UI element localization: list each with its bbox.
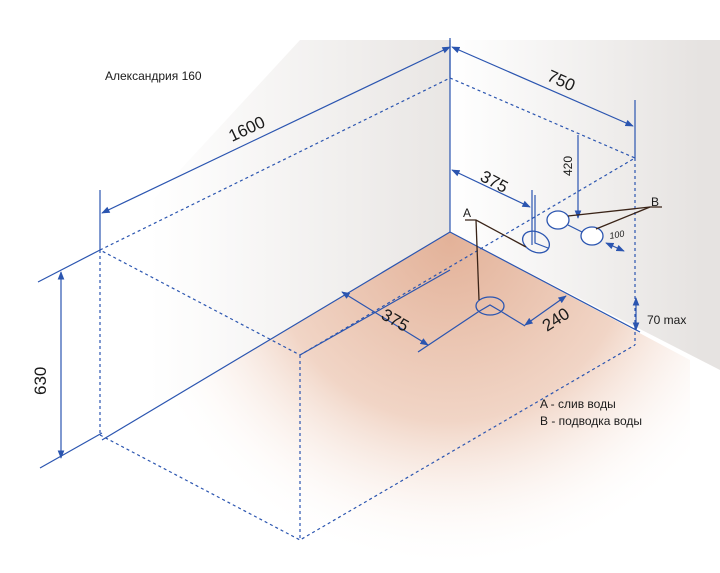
drain-hole bbox=[475, 296, 505, 316]
dim-overflow-max-label: 70 max bbox=[647, 313, 686, 327]
legend-b: B - подводка воды bbox=[540, 414, 642, 428]
supply-hole-1 bbox=[546, 210, 570, 230]
dim-width-line bbox=[451, 46, 634, 127]
floor-wall-line-left bbox=[101, 231, 451, 441]
supply-hole-2 bbox=[580, 226, 604, 246]
overflow-hole bbox=[521, 230, 551, 254]
leader-a-drain bbox=[475, 219, 480, 301]
dim-supply-height-label: 420 bbox=[561, 156, 575, 176]
marker-b: B bbox=[651, 195, 659, 209]
dim-supply-spacing-label: 100 bbox=[609, 229, 626, 241]
floor bbox=[0, 232, 690, 573]
model-title: Александрия 160 bbox=[105, 69, 202, 83]
dim-supply-spacing-line bbox=[605, 242, 625, 252]
dim-drain-depth-line bbox=[524, 295, 567, 326]
legend-a: A - слив воды bbox=[540, 397, 616, 411]
leader-b-2 bbox=[595, 206, 651, 230]
dim-height-label: 630 bbox=[31, 367, 50, 395]
dim-wall-offset-line bbox=[451, 169, 531, 208]
dim-length-line bbox=[101, 46, 451, 214]
marker-a: A bbox=[463, 206, 471, 220]
dim-floor-offset-line bbox=[341, 291, 429, 346]
